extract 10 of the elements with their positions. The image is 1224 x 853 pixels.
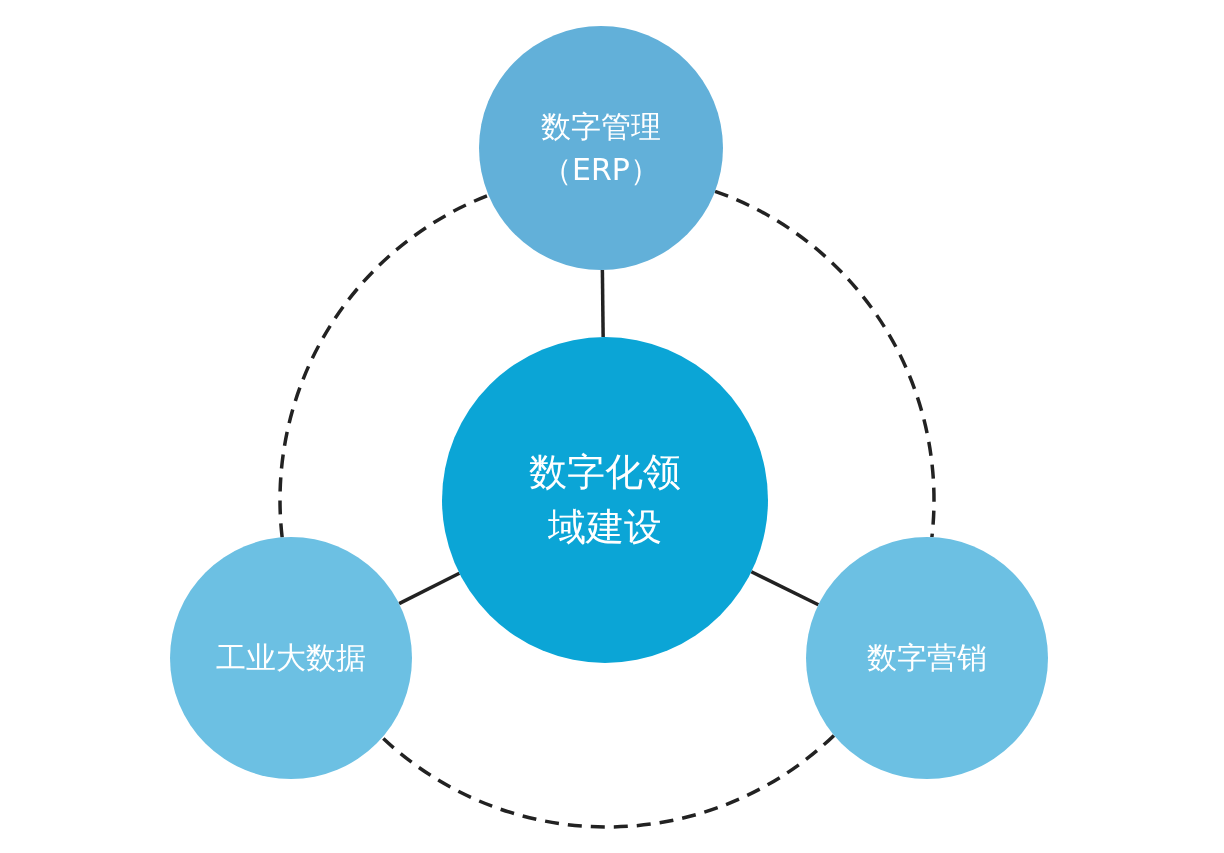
connector-line (600, 269, 605, 338)
connector-line (398, 571, 461, 606)
circle-label: 数字化领域建设 (528, 448, 682, 551)
dashed-arc (381, 734, 836, 829)
circle-label: 工业大数据 (216, 639, 366, 678)
dashed-arc (714, 189, 936, 538)
circle-label: 数字管理（ERP） (540, 107, 662, 189)
connector-line (750, 570, 820, 607)
circle-label: 数字营销 (867, 639, 987, 678)
dashed-arc (278, 193, 490, 538)
